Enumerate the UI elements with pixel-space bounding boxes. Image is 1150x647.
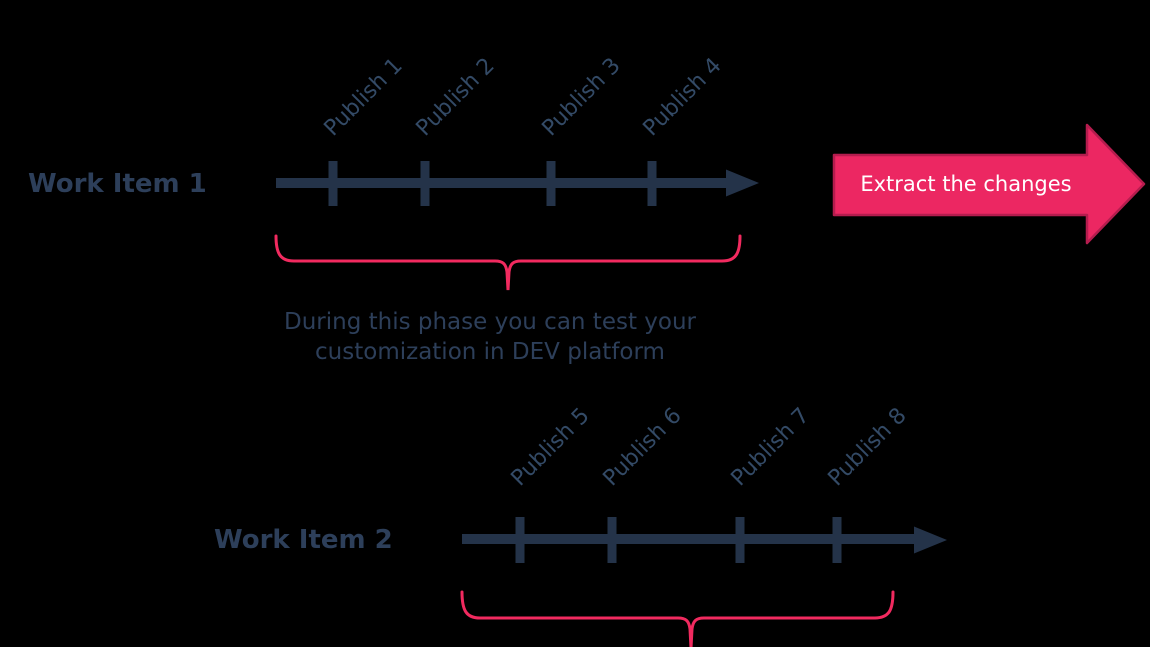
tick-publish-7 — [735, 517, 745, 563]
timeline-1-line — [276, 178, 726, 188]
tick-publish-4 — [647, 161, 657, 206]
timeline-1 — [276, 161, 759, 206]
timeline-2-arrowhead — [914, 526, 947, 554]
timeline-2 — [462, 517, 947, 563]
extract-arrow-label: Extract the changes — [860, 172, 1072, 196]
tick-publish-1 — [328, 161, 338, 206]
tick-publish-2 — [420, 161, 430, 206]
timeline-1-arrowhead — [726, 169, 759, 197]
tick-publish-6 — [607, 517, 617, 563]
phase-note-line-1: During this phase you can test your — [283, 309, 696, 335]
extract-arrow-shape — [832, 123, 1146, 245]
tick-publish-5 — [515, 517, 525, 563]
timeline-2-line — [462, 534, 914, 544]
tick-publish-8 — [832, 517, 842, 563]
phase-brace-1 — [274, 234, 742, 291]
work-item-2-label: Work Item 2 — [214, 525, 393, 555]
phase-brace-2 — [460, 590, 895, 647]
phase-note: During this phase you can test your cust… — [240, 307, 740, 367]
work-item-1-label: Work Item 1 — [28, 169, 207, 199]
phase-note-line-2: customization in DEV platform — [315, 339, 665, 365]
tick-publish-3 — [546, 161, 556, 206]
